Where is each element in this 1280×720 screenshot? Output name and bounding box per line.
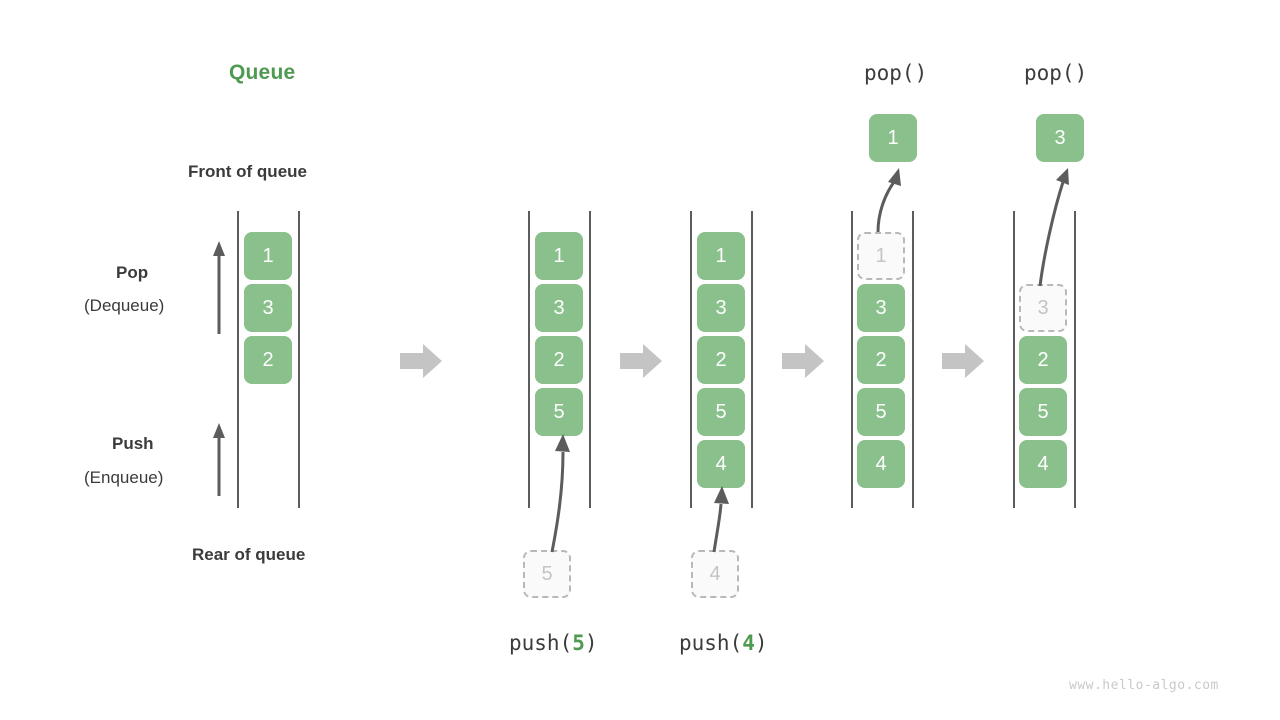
queue-item: 5: [857, 388, 905, 436]
push-5-suffix: ): [584, 631, 598, 655]
push-flow-arrow-icon: [550, 434, 570, 553]
queue-item: 3: [535, 284, 583, 332]
popped-element: 1: [869, 114, 917, 162]
queue-rail-left: [1013, 211, 1015, 508]
push-direction-arrow-icon: [213, 423, 225, 496]
queue-item: 2: [244, 336, 292, 384]
pop-direction-arrow-icon: [213, 241, 225, 334]
push-label: Push: [112, 434, 154, 453]
removed-element-ghost: 1: [857, 232, 905, 280]
transition-arrow-icon: [620, 344, 662, 378]
queue-rail-left: [528, 211, 530, 508]
queue-item: 3: [857, 284, 905, 332]
queue-item-new: 4: [697, 440, 745, 488]
queue-rail-right: [589, 211, 591, 508]
queue-rail-left: [237, 211, 239, 508]
queue-rail-right: [751, 211, 753, 508]
queue-item: 2: [697, 336, 745, 384]
transition-arrow-icon: [942, 344, 984, 378]
queue-item-new: 5: [535, 388, 583, 436]
site-watermark: www.hello-algo.com: [1069, 678, 1219, 693]
pop-sublabel: (Dequeue): [84, 296, 165, 315]
queue-rail-right: [912, 211, 914, 508]
removed-element-ghost: 3: [1019, 284, 1067, 332]
pop-label: Pop: [116, 263, 149, 282]
queue-item: 3: [697, 284, 745, 332]
queue-item: 1: [535, 232, 583, 280]
front-of-queue-label: Front of queue: [188, 162, 307, 181]
pop-operation-label-1: pop(): [864, 61, 928, 85]
push-4-operation-label: push(4): [679, 631, 768, 655]
push-5-value: 5: [572, 631, 585, 655]
queue-item: 1: [244, 232, 292, 280]
queue-item: 4: [1019, 440, 1067, 488]
incoming-element-ghost: 4: [691, 550, 739, 598]
queue-item: 2: [857, 336, 905, 384]
queue-item: 3: [244, 284, 292, 332]
queue-item: 4: [857, 440, 905, 488]
queue-rail-left: [690, 211, 692, 508]
queue-rail-left: [851, 211, 853, 508]
queue-item: 1: [697, 232, 745, 280]
page-title: Queue: [229, 61, 296, 84]
popped-element: 3: [1036, 114, 1084, 162]
pop-operation-label-2: pop(): [1024, 61, 1088, 85]
push-5-prefix: push(: [509, 631, 573, 655]
push-4-prefix: push(: [679, 631, 743, 655]
queue-item: 2: [1019, 336, 1067, 384]
queue-item: 2: [535, 336, 583, 384]
transition-arrow-icon: [400, 344, 442, 378]
transition-arrow-icon: [782, 344, 824, 378]
rear-of-queue-label: Rear of queue: [192, 545, 306, 564]
push-4-suffix: ): [754, 631, 768, 655]
push-sublabel: (Enqueue): [84, 468, 164, 487]
push-5-operation-label: push(5): [509, 631, 598, 655]
pop-flow-arrow-icon: [876, 168, 901, 233]
queue-rail-right: [1074, 211, 1076, 508]
pop-flow-arrow-icon: [1038, 168, 1069, 287]
push-4-value: 4: [742, 631, 755, 655]
queue-rail-right: [298, 211, 300, 508]
incoming-element-ghost: 5: [523, 550, 571, 598]
queue-item: 5: [1019, 388, 1067, 436]
push-flow-arrow-icon: [712, 486, 729, 553]
queue-item: 5: [697, 388, 745, 436]
